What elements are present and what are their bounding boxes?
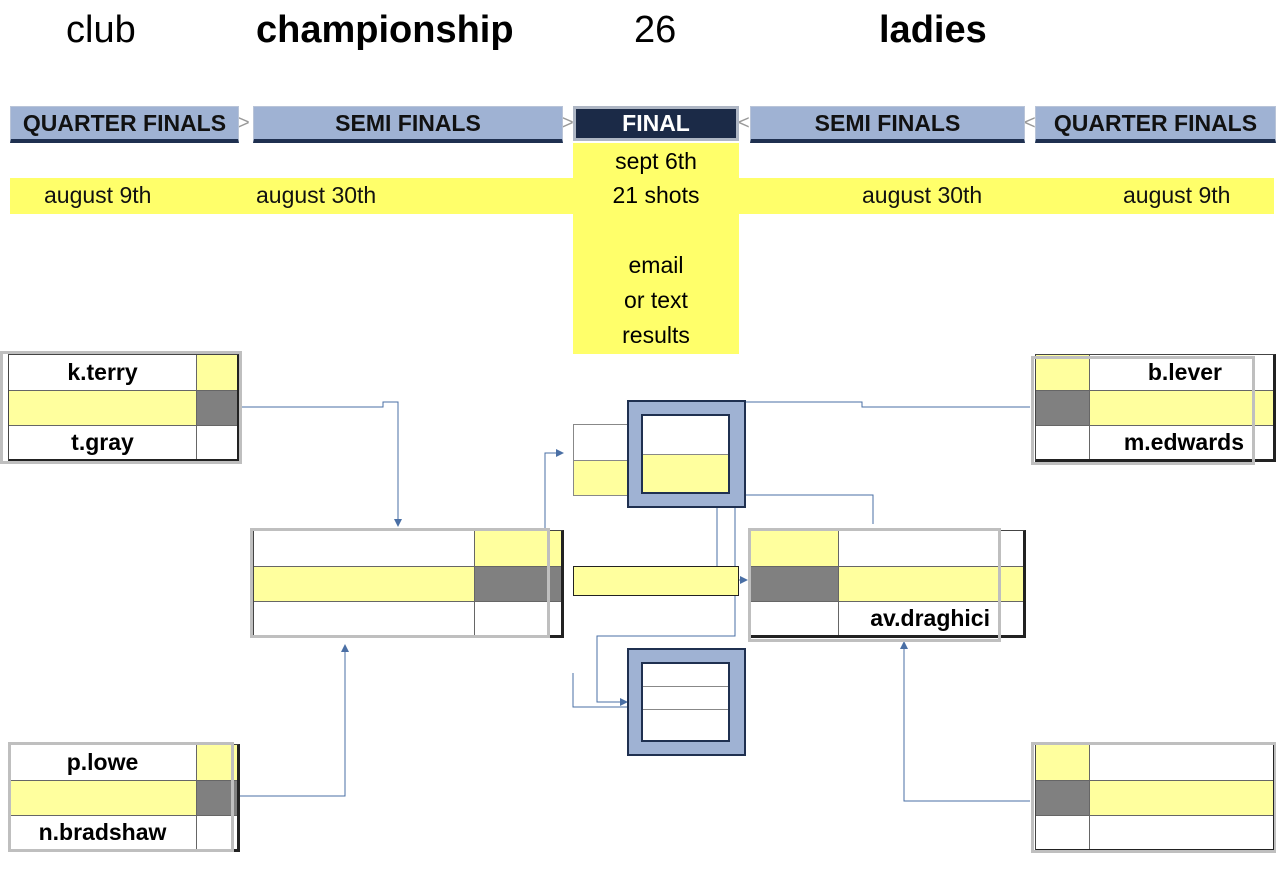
final-date: sept 6th: [615, 148, 697, 174]
match-qf-left-top: k.terry t.gray: [8, 354, 240, 462]
result-row[interactable]: [254, 566, 474, 601]
result-row[interactable]: [9, 390, 196, 425]
date-qf-left: august 9th: [44, 182, 152, 208]
player-name: p.lowe: [66, 749, 139, 775]
score-cell[interactable]: [1036, 355, 1089, 390]
score-cell[interactable]: [196, 745, 237, 780]
chevron-left-icon: <: [738, 112, 750, 134]
player-name: av.draghici: [870, 605, 990, 631]
final-match-bottom: [627, 648, 746, 756]
score-cell: [196, 390, 237, 425]
stage-final: FINAL: [573, 106, 739, 141]
player-name: n.bradshaw: [38, 819, 167, 845]
match-qf-right-bottom: [1035, 744, 1276, 852]
final-note-line2: or text: [624, 287, 688, 313]
date-sf-right: august 30th: [862, 182, 983, 208]
result-row[interactable]: [1089, 780, 1273, 815]
title-championship: championship: [256, 9, 514, 51]
title-ladies: ladies: [879, 9, 987, 51]
final-info-panel: [573, 143, 739, 354]
final-note-line3: results: [622, 322, 690, 348]
stage-semi-finals-right: SEMI FINALS: [750, 106, 1025, 143]
result-row[interactable]: [1089, 390, 1273, 425]
final-entry-box: [573, 424, 630, 496]
match-sf-right: av.draghici: [750, 530, 1026, 638]
date-sf-left: august 30th: [256, 182, 377, 208]
final-note-line1: email: [628, 252, 684, 278]
stage-quarter-finals-left: QUARTER FINALS: [10, 106, 239, 143]
result-row[interactable]: [838, 566, 1023, 601]
score-cell: [1036, 390, 1089, 425]
chevron-right-icon: >: [238, 112, 250, 134]
score-cell[interactable]: [196, 355, 237, 390]
match-sf-left: [253, 530, 564, 638]
player-name: m.edwards: [1123, 429, 1244, 455]
chevron-right-icon: >: [562, 112, 574, 134]
title-club: club: [66, 9, 136, 51]
title-year: 26: [634, 9, 677, 51]
final-format: 21 shots: [612, 182, 700, 208]
player-name: k.terry: [67, 359, 138, 385]
final-match-top: [627, 400, 746, 508]
score-cell[interactable]: [751, 531, 838, 566]
score-cell: [474, 566, 561, 601]
result-row[interactable]: [9, 780, 196, 815]
score-cell[interactable]: [1036, 745, 1089, 780]
player-name: t.gray: [71, 429, 134, 455]
result-row[interactable]: [643, 454, 728, 492]
stage-semi-finals-left: SEMI FINALS: [253, 106, 563, 143]
score-cell: [1036, 780, 1089, 815]
score-cell: [196, 780, 237, 815]
score-cell: [751, 566, 838, 601]
match-qf-right-top: b.lever m.edwards: [1035, 354, 1276, 462]
chevron-left-icon: <: [1024, 112, 1036, 134]
final-result-field[interactable]: [573, 566, 739, 596]
score-cell[interactable]: [474, 531, 561, 566]
match-qf-left-bottom: p.lowe n.bradshaw: [8, 744, 240, 852]
player-name: b.lever: [1147, 359, 1222, 385]
stage-quarter-finals-right: QUARTER FINALS: [1035, 106, 1276, 143]
date-qf-right: august 9th: [1123, 182, 1231, 208]
